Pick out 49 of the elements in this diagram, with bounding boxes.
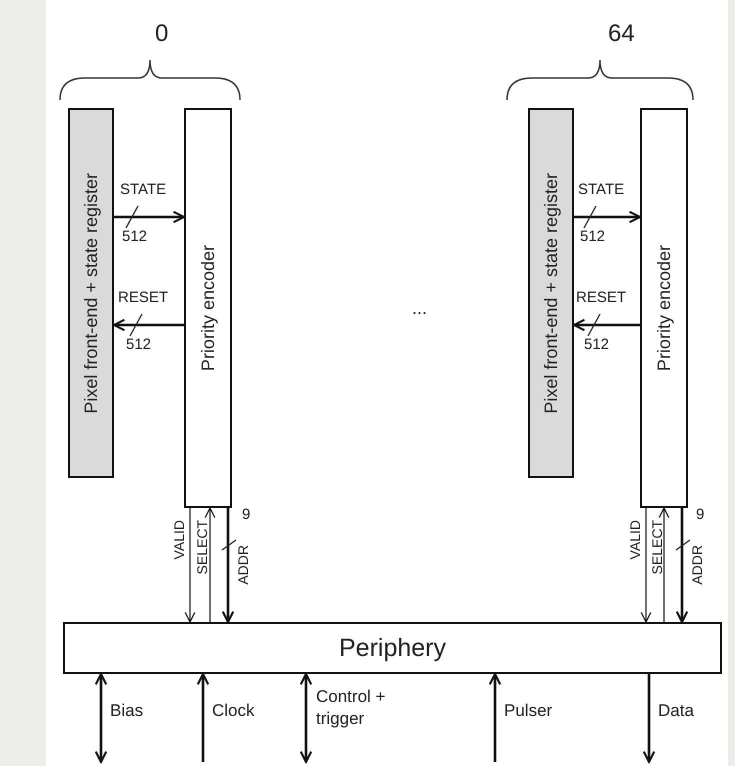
annotation-text: 512 (126, 336, 152, 354)
annotation-text: ... (412, 298, 428, 319)
arrow (642, 674, 656, 764)
arrow (658, 507, 670, 622)
block-column (528, 108, 574, 478)
arrow (114, 210, 186, 224)
annotation-text: 0 (155, 20, 168, 48)
arrow (640, 508, 652, 623)
annotation-text: 64 (608, 20, 635, 48)
arrow (300, 672, 312, 764)
edge-label: VALID (626, 520, 644, 560)
arrow (488, 672, 502, 762)
annotation-text: 9 (696, 506, 704, 524)
arrow (204, 507, 216, 622)
annotation-text: 512 (580, 228, 606, 246)
arrow (572, 318, 640, 332)
edge-label: ADDR (234, 545, 252, 585)
block-bar (63, 622, 722, 674)
block-label: Pixel front-end + state register (540, 172, 562, 414)
block-column (68, 108, 114, 478)
arrow (196, 672, 210, 762)
block-column (184, 108, 232, 508)
edge-label: ADDR (688, 545, 706, 585)
block-label: Priority encoder (654, 244, 674, 372)
annotation-text: 9 (242, 506, 250, 524)
edge-label: RESET (576, 288, 626, 308)
block-label: Periphery (339, 634, 446, 662)
edge-label: RESET (118, 288, 168, 308)
edge-label: Pulser (504, 700, 552, 722)
arrow (676, 508, 688, 624)
edge-label: VALID (170, 520, 188, 560)
arrow (94, 672, 108, 764)
arrow (222, 508, 234, 624)
arrow (184, 508, 196, 623)
edge-label: STATE (578, 180, 624, 200)
edge-label: Data (658, 700, 694, 722)
edge-label: Bias (110, 700, 144, 722)
edge-label: STATE (120, 180, 166, 200)
block-column (640, 108, 688, 508)
edge-label: Control + trigger (316, 686, 386, 730)
edge-label: SELECT (648, 520, 666, 574)
arrow (112, 318, 184, 332)
block-label: Pixel front-end + state register (80, 172, 102, 414)
edge-label: Clock (212, 700, 255, 722)
block-label: Priority encoder (198, 244, 218, 372)
annotation-text: 512 (584, 336, 610, 354)
arrow (574, 210, 642, 224)
annotation-text: 512 (122, 228, 148, 246)
edge-label: SELECT (193, 520, 211, 574)
